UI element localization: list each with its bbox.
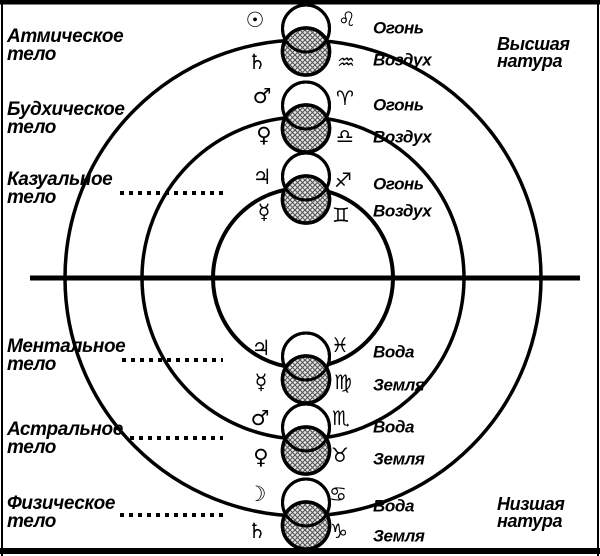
element-earth-5: Земля (373, 449, 425, 469)
jupiter-symbol: ♃ (252, 165, 272, 189)
cancer-symbol: ♋ (329, 482, 347, 506)
label-mental-line1: Ментальное (7, 336, 126, 357)
element-fire-1: Огонь (373, 18, 424, 38)
label-astral-line1: Астральное (7, 419, 123, 440)
libra-symbol: ♎ (336, 124, 354, 148)
label-atmic-line1: Атмическое (7, 26, 124, 47)
vesica-physical (280, 477, 332, 551)
jupiter-symbol: ♃ (251, 336, 271, 360)
vesica-astral (280, 402, 332, 476)
label-physical-line1: Физическое (7, 493, 115, 514)
mercury-symbol: ☿ (257, 200, 271, 224)
gemini-symbol: ♊ (332, 203, 350, 227)
mars-symbol: ♂ (250, 406, 270, 430)
frame-top (0, 0, 600, 5)
element-fire-3: Огонь (373, 174, 424, 194)
element-fire-2: Огонь (373, 95, 424, 115)
frame-bottom (0, 548, 600, 554)
pisces-symbol: ♓ (331, 333, 349, 357)
vesica-buddhic (280, 80, 332, 154)
label-causal-line1: Казуальное (7, 169, 113, 190)
mercury-symbol: ☿ (254, 370, 268, 394)
label-causal-line2: тело (7, 187, 57, 208)
vesica-mental (280, 331, 332, 405)
moon-symbol: ☽ (247, 482, 267, 506)
scorpio-symbol: ♏ (332, 406, 350, 430)
sagittarius-symbol: ♐ (334, 168, 352, 192)
frame-left (1, 0, 3, 556)
element-air-1: Воздух (373, 50, 432, 70)
capricorn-symbol: ♑ (330, 519, 348, 543)
label-buddhic-line2: тело (7, 117, 57, 138)
label-astral-line2: тело (7, 437, 57, 458)
lower-nature-line2: натура (497, 511, 563, 531)
aries-symbol: ♈ (336, 86, 354, 110)
element-water-5: Вода (373, 417, 415, 437)
element-water-4: Вода (373, 342, 415, 362)
leo-symbol: ♌ (338, 7, 356, 31)
element-water-6: Вода (373, 496, 415, 516)
taurus-symbol: ♉ (331, 443, 349, 467)
higher-nature-line1: Высшая (497, 34, 570, 54)
label-buddhic-line1: Будхическое (7, 99, 125, 120)
saturn-symbol: ♄ (247, 50, 267, 74)
aquarius-symbol: ♒ (337, 50, 355, 74)
vesica-atmic (280, 3, 332, 77)
mars-symbol: ♂ (252, 84, 272, 108)
saturn-symbol: ♄ (247, 519, 267, 543)
sun-symbol: ☉ (245, 8, 265, 32)
label-atmic-line2: тело (7, 44, 57, 65)
frame-right (597, 0, 599, 556)
virgo-symbol: ♍ (334, 370, 352, 394)
element-earth-4: Земля (373, 375, 425, 395)
label-physical-line2: тело (7, 511, 57, 532)
venus-symbol: ♀ (256, 123, 272, 147)
higher-nature-line2: натура (497, 51, 563, 71)
lower-nature-line1: Низшая (497, 494, 565, 514)
label-mental-line2: тело (7, 354, 57, 375)
venus-symbol: ♀ (253, 445, 269, 469)
element-earth-6: Земля (373, 526, 425, 546)
element-air-3: Воздух (373, 201, 432, 221)
vesica-causal (280, 151, 332, 225)
element-air-2: Воздух (373, 127, 432, 147)
